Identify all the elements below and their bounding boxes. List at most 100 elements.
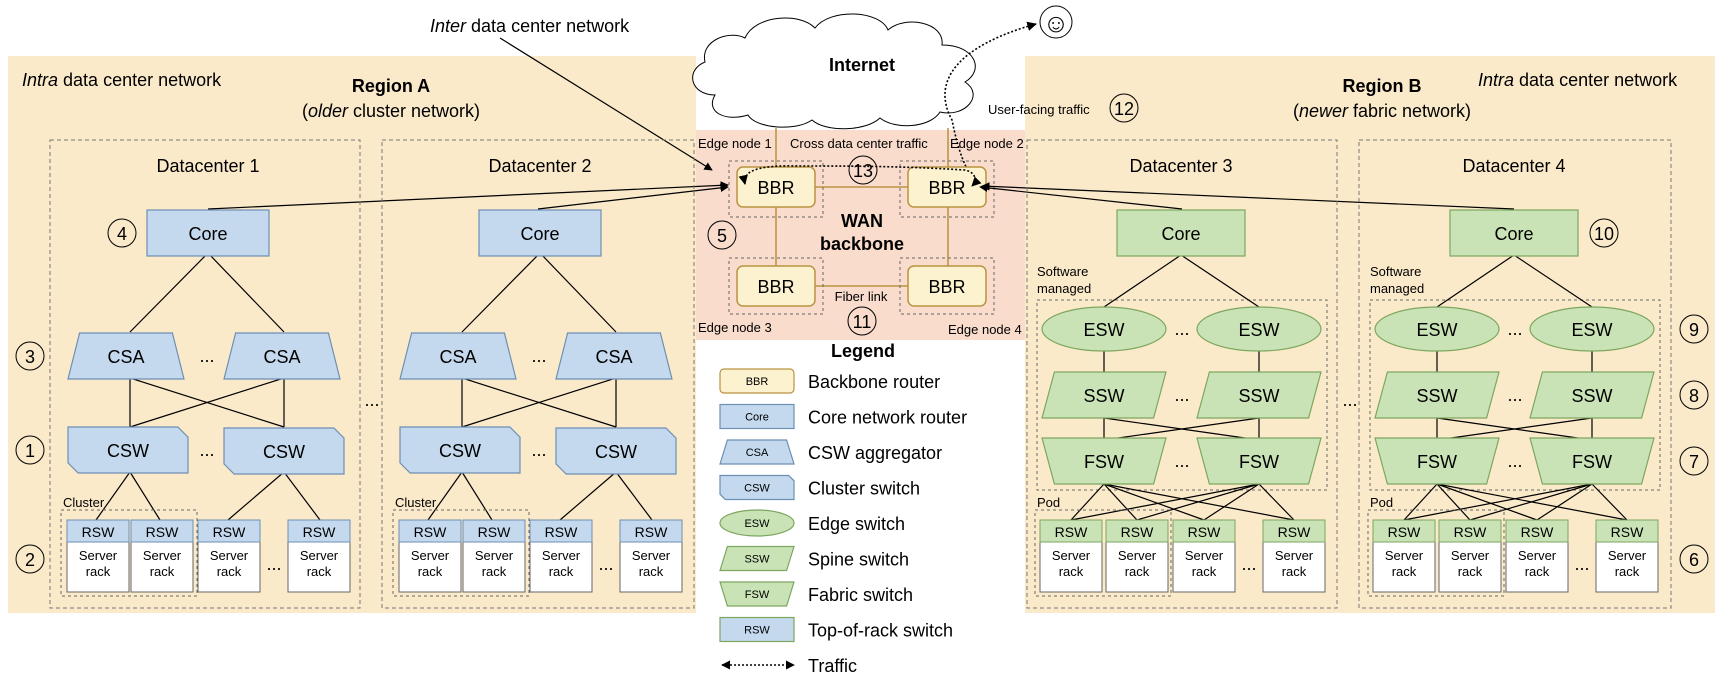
fsw-rsw-link (1258, 483, 1295, 521)
rsw-box (1262, 519, 1326, 543)
region-a-intra-rest: data center network (58, 70, 222, 90)
software-managed-box (1369, 299, 1661, 491)
server-rack-label-line1: Server (1385, 548, 1424, 563)
legend-icon-esw (719, 509, 795, 537)
dc-separator-dots-b: ... (1342, 390, 1357, 410)
region-b-subtitle-post: fabric network) (1348, 101, 1471, 121)
marker-7: 7 (1689, 452, 1699, 472)
server-rack-label-line1: Server (475, 548, 514, 563)
marker-2-circle (15, 544, 45, 574)
marker-10: 10 (1594, 224, 1614, 244)
dc3-racks: PodRSWServerrackRSWServerrackRSWServerra… (1034, 495, 1326, 597)
server-rack-label-line2: rack (1525, 564, 1550, 579)
row-markers-right: 10 9 8 7 6 (1589, 218, 1709, 574)
csa-label: CSA (439, 347, 476, 367)
rack-ellipsis: ... (266, 554, 281, 574)
csw-node (223, 427, 345, 475)
server-rack-label-line1: Server (300, 548, 339, 563)
ssw-label: SSW (1083, 386, 1124, 406)
csw-node (67, 426, 189, 474)
csw-rsw-link (615, 471, 653, 521)
rsw-box (197, 519, 261, 543)
marker-6: 6 (1689, 550, 1699, 570)
legend-label: Edge switch (808, 514, 905, 534)
legend-icon-label: RSW (744, 625, 770, 637)
csw-rsw-link (129, 471, 161, 521)
csw-rsw-link (461, 471, 493, 521)
region-a-subtitle-post: cluster network) (348, 101, 480, 121)
fsw-rsw-link (1136, 483, 1260, 521)
dc2-cluster-label: Cluster (395, 495, 437, 510)
cross-traffic-label: Cross data center traffic (790, 136, 928, 151)
rsw-box (619, 519, 683, 543)
server-rack-label-line1: Server (1518, 548, 1557, 563)
fsw-label: FSW (1572, 452, 1612, 472)
user-traffic-label: User-facing traffic (988, 102, 1090, 117)
server-rack-label-line2: rack (1392, 564, 1417, 579)
dc1-racks: ClusterRSWServerrackRSWServerrackRSWServ… (60, 495, 351, 597)
server-rack-label-line1: Server (1118, 548, 1157, 563)
rsw-box (66, 519, 130, 543)
csa-label: CSA (107, 347, 144, 367)
datacenter-1-box (49, 139, 361, 609)
esw-label: ESW (1416, 320, 1457, 340)
fsw-rsw-link (1436, 483, 1538, 521)
marker-6-circle (1679, 544, 1709, 574)
datacenter-2-box (381, 139, 695, 609)
legend-icon-bbr (719, 368, 795, 394)
ssw-label: SSW (1238, 386, 1279, 406)
csa-label: CSA (595, 347, 632, 367)
rsw-box (1438, 519, 1502, 543)
fsw-rsw-link (1536, 483, 1593, 521)
datacenter-4-box (1358, 139, 1672, 609)
legend-icon-csw (719, 474, 795, 501)
rsw-label: RSW (545, 524, 578, 540)
csw-label: CSW (263, 442, 305, 462)
region-a-subtitle-pre: ( (302, 101, 308, 121)
marker-11: 11 (853, 312, 872, 332)
server-rack-label-line2: rack (217, 564, 242, 579)
core-router (146, 209, 270, 257)
server-rack-label-line1: Server (210, 548, 249, 563)
fsw-rsw-link (1103, 483, 1138, 521)
rsw-box (529, 519, 593, 543)
core-label: Core (520, 224, 559, 244)
user-smiley-circle (1039, 5, 1073, 39)
core-router (1116, 209, 1246, 257)
csw-label: CSW (439, 441, 481, 461)
server-rack-label-line1: Server (411, 548, 450, 563)
core-router (1449, 209, 1579, 257)
legend-label: CSW aggregator (808, 443, 942, 463)
server-rack-label-line2: rack (1125, 564, 1150, 579)
marker-4-circle (107, 218, 137, 248)
legend-icon-label: BBR (746, 376, 769, 388)
csw-ellipsis: ... (531, 440, 546, 460)
inter-dc-label-italic: Inter (430, 16, 467, 36)
server-rack-label-line1: Server (1608, 548, 1647, 563)
dc1-cluster-label: Cluster (63, 495, 105, 510)
fsw-label: FSW (1239, 452, 1279, 472)
csa-node (67, 332, 185, 380)
core1-bbr-link (207, 181, 729, 210)
marker-12-circle (1109, 93, 1139, 123)
marker-4: 4 (117, 224, 127, 244)
edge-node-2-label: Edge node 2 (950, 136, 1024, 151)
fsw-ellipsis: ... (1507, 451, 1522, 471)
edge-node-3-box (728, 257, 824, 315)
fsw-node (1529, 437, 1655, 485)
wan-backbone-label-line2: backbone (820, 234, 904, 254)
edge-node-1-label: Edge node 1 (698, 136, 772, 151)
server-rack-label-line1: Server (542, 548, 581, 563)
ssw-fsw-link (1436, 417, 1593, 441)
marker-7-circle (1679, 446, 1709, 476)
fsw-rsw-link (1403, 483, 1593, 521)
dc4-pod-label: Pod (1370, 495, 1393, 510)
csw-ellipsis: ... (199, 440, 214, 460)
legend-icon-fsw (719, 581, 795, 607)
